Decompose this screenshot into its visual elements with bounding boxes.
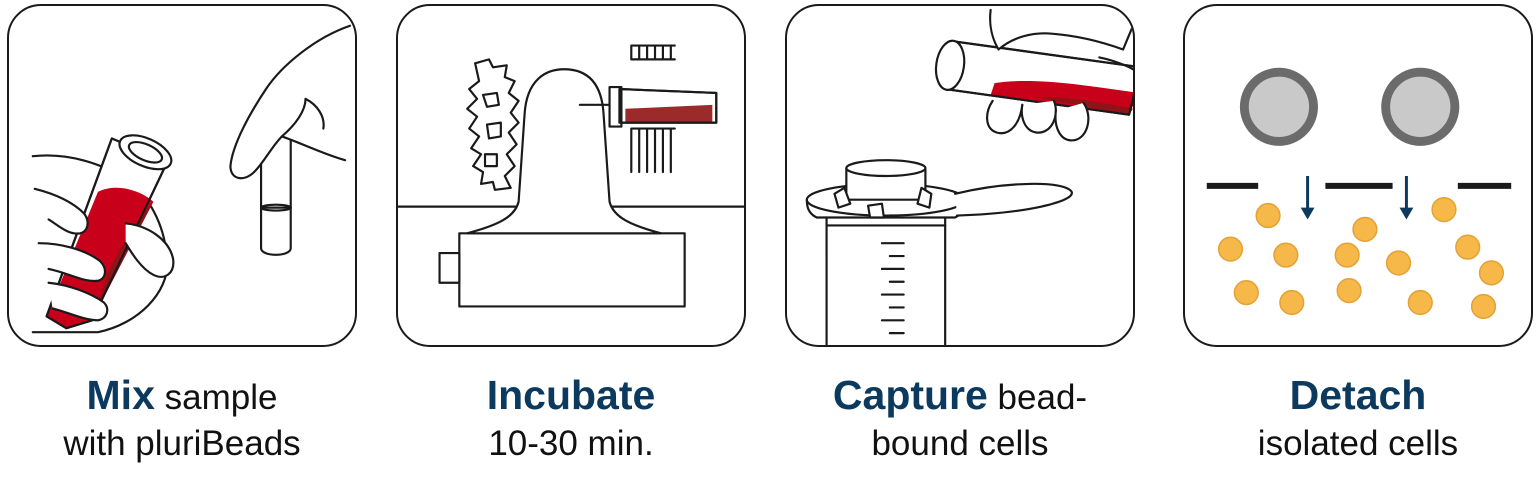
step-incubate-caption: Incubate 10-30 min.	[381, 372, 761, 467]
step-incubate-panel	[396, 4, 746, 347]
cell	[1352, 216, 1378, 242]
step-title: Mix	[86, 372, 155, 418]
rotator-incubate-icon	[398, 44, 744, 308]
step-title: Detach	[1289, 372, 1427, 418]
cell	[1455, 234, 1481, 260]
step-title: Incubate	[486, 372, 656, 418]
cell	[1431, 196, 1457, 223]
step-detach-caption: Detach isolated cells	[1168, 372, 1540, 467]
mix-tube-hand-icon	[31, 24, 352, 334]
cell	[1385, 250, 1412, 276]
cell	[1407, 289, 1433, 316]
step-title: Capture	[832, 372, 988, 418]
cell	[1233, 280, 1259, 306]
detach-cells-icon	[1206, 67, 1512, 320]
cell	[1334, 242, 1360, 268]
cell	[1336, 278, 1362, 304]
step-detach-panel	[1183, 4, 1533, 347]
bead	[1381, 67, 1460, 146]
step-mix-caption: Mix sample with pluriBeads	[0, 372, 372, 467]
cell	[1279, 289, 1305, 316]
cell	[1273, 242, 1299, 268]
cell	[1470, 293, 1497, 320]
step-mix-panel	[7, 4, 357, 347]
bead	[1239, 67, 1318, 146]
step-capture-panel	[785, 4, 1135, 347]
cell	[1255, 202, 1281, 229]
strainer-capture-icon	[805, 8, 1133, 345]
step-text: sample	[154, 378, 278, 417]
step-text-line2: bound cells	[871, 424, 1049, 463]
down-arrow-icon	[1300, 175, 1414, 220]
step-text-line2: isolated cells	[1257, 424, 1459, 463]
incubate-liquid	[625, 104, 713, 123]
step-text-line2: 10-30 min.	[488, 424, 654, 463]
cell	[1217, 236, 1244, 262]
step-capture-caption: Capture bead- bound cells	[770, 372, 1150, 467]
cell	[1478, 260, 1505, 286]
step-text: bead-	[987, 378, 1088, 417]
step-text-line2: with pluriBeads	[63, 424, 301, 463]
